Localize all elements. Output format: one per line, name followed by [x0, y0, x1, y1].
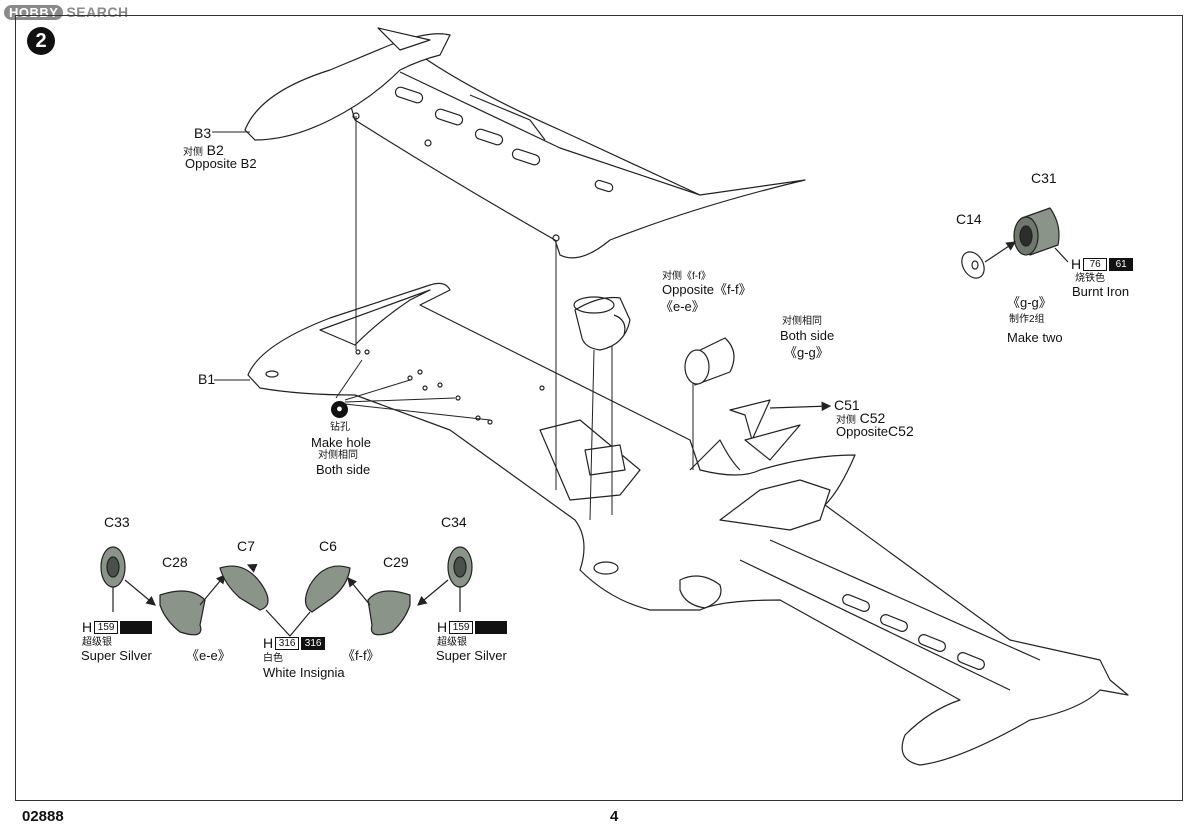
cylinder-part-gg: [684, 337, 735, 386]
label-b3: B3: [194, 125, 212, 141]
washer-part-c14: [961, 247, 1069, 279]
label-opposite-c52-en: OppositeC52: [836, 423, 914, 439]
footer-page-number: 4: [610, 808, 619, 825]
footer-kit-code: 02888: [22, 808, 64, 825]
upper-wing-part: [244, 27, 806, 259]
paint-super-silver-right: H 159: [437, 620, 508, 634]
label-white-en: White Insignia: [263, 665, 345, 680]
label-c33: C33: [104, 514, 130, 530]
label-c7: C7: [237, 538, 255, 554]
part-c34: [417, 546, 473, 612]
leader-b1: [214, 379, 250, 381]
part-c33: [100, 546, 156, 612]
label-b1: B1: [198, 371, 216, 387]
label-super-silver-right-en: Super Silver: [436, 648, 507, 663]
label-c31: C31: [1031, 170, 1057, 186]
tip-tank-b3: [244, 33, 451, 141]
label-gg-top: 《g-g》: [784, 345, 829, 360]
part-c6: [304, 565, 351, 613]
label-c6: C6: [319, 538, 337, 554]
label-c29: C29: [383, 554, 409, 570]
white-insignia-pointer: [265, 609, 311, 637]
guide-lines: [335, 116, 694, 521]
paint-super-silver-left: H 159: [82, 620, 153, 634]
label-opposite-b2: 对侧 B2: [183, 142, 224, 158]
label-opposite-b2-en: Opposite B2: [185, 156, 257, 171]
label-make-hole-en: Make hole: [311, 435, 371, 450]
label-opposite-ff-cn: 对侧《f-f》: [662, 271, 711, 282]
part-c29: [347, 577, 411, 636]
step-number-badge: 2: [27, 27, 55, 55]
label-c28: C28: [162, 554, 188, 570]
part-c28: [159, 574, 226, 636]
label-ee-top: 《e-e》: [660, 299, 705, 314]
label-make-hole-cn: 钻孔: [330, 422, 350, 433]
label-super-silver-left-cn: 超级银: [82, 637, 112, 648]
intake-part-ff: [573, 296, 631, 351]
label-burnt-cn: 烧铁色: [1075, 273, 1105, 284]
page-border: [15, 15, 1183, 801]
label-both-side-en-2: Both side: [780, 328, 835, 343]
label-super-silver-right-cn: 超级银: [437, 637, 467, 648]
part-c7: [219, 563, 269, 611]
label-make-two-cn: 制作2组: [1009, 314, 1045, 325]
label-burnt-en: Burnt Iron: [1072, 284, 1130, 299]
label-both-side-en-1: Both side: [316, 462, 371, 477]
label-ee-bottom: 《e-e》: [186, 648, 231, 663]
label-opposite-c52: 对侧 C52: [836, 410, 886, 426]
label-c51: C51: [834, 397, 860, 413]
label-make-two-en: Make two: [1007, 330, 1063, 345]
leader-b3: [212, 131, 250, 133]
lower-wing-fuselage-part: [247, 282, 1129, 766]
label-opposite-ff-en: Opposite《f-f》: [662, 282, 752, 297]
label-white-cn: 白色: [263, 653, 283, 664]
label-both-side-cn-1: 对侧相同: [318, 450, 358, 461]
label-c14: C14: [956, 211, 982, 227]
drill-icon: ●: [331, 401, 348, 418]
label-c34: C34: [441, 514, 467, 530]
nozzle-part-c31: [984, 207, 1060, 263]
label-both-side-cn-2: 对侧相同: [782, 316, 822, 327]
label-ff-bottom: 《f-f》: [342, 648, 380, 663]
label-gg-right: 《g-g》: [1007, 295, 1052, 310]
fin-part-c51: [729, 399, 832, 461]
watermark-text: SEARCH: [66, 4, 129, 20]
label-super-silver-left-en: Super Silver: [81, 648, 152, 663]
